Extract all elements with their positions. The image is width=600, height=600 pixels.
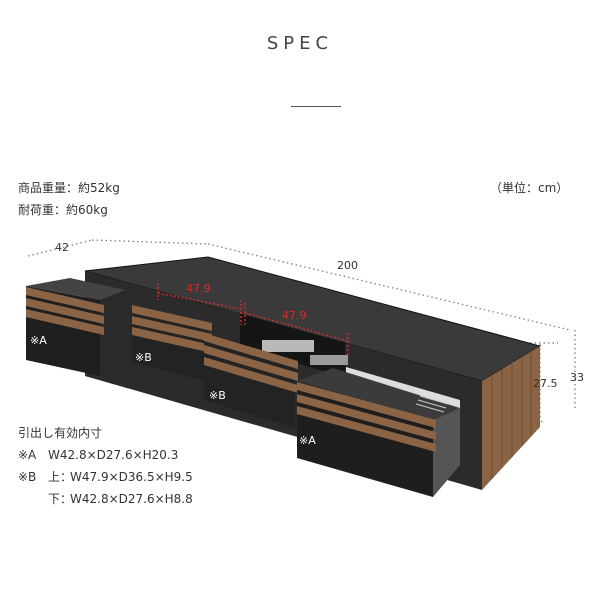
drawer-b-width-left: 47.9 bbox=[186, 282, 211, 295]
drawer-dimensions-notes: 引出し有効内寸 ※A W42.8×D27.6×H20.3 ※B 上：W47.9×D3… bbox=[18, 422, 193, 510]
product-weight: 商品重量：約52kg bbox=[18, 181, 120, 195]
drawer-label-b-center: ※B bbox=[209, 389, 226, 402]
drawer-b-lower-prefix: 下： bbox=[48, 492, 73, 506]
drawer-a-spec: ※A W42.8×D27.6×H20.3 bbox=[18, 444, 193, 466]
load-capacity: 耐荷重：約60kg bbox=[18, 203, 108, 217]
drawer-label-b-left: ※B bbox=[135, 351, 152, 364]
total-height-dimension: 33 bbox=[570, 371, 584, 384]
drawer-b-upper-value: W47.9×D36.5×H9.5 bbox=[70, 470, 193, 484]
drawer-b-upper-prefix: 上： bbox=[48, 470, 73, 484]
drawer-label-a-left: ※A bbox=[30, 334, 47, 347]
page-title: SPEC bbox=[266, 33, 334, 54]
unit-note: （単位：cm） bbox=[490, 181, 569, 195]
inner-height-dimension: 27.5 bbox=[533, 377, 558, 390]
drawer-b-width-right: 47.9 bbox=[282, 309, 307, 322]
width-dimension: 200 bbox=[337, 259, 358, 272]
title-divider bbox=[291, 106, 341, 107]
drawer-b-key: ※B bbox=[18, 470, 37, 484]
drawer-a-key: ※A bbox=[18, 448, 37, 462]
drawer-label-a-right: ※A bbox=[299, 434, 316, 447]
depth-dimension: 42 bbox=[55, 241, 69, 254]
notes-heading: 引出し有効内寸 bbox=[18, 426, 103, 440]
drawer-a-value: W42.8×D27.6×H20.3 bbox=[48, 448, 179, 462]
drawer-b-lower-value: W42.8×D27.6×H8.8 bbox=[70, 492, 193, 506]
drawer-b-lower-spec: 下：W42.8×D27.6×H8.8 bbox=[18, 488, 193, 510]
drawer-b-upper-spec: ※B 上：W47.9×D36.5×H9.5 bbox=[18, 466, 193, 488]
